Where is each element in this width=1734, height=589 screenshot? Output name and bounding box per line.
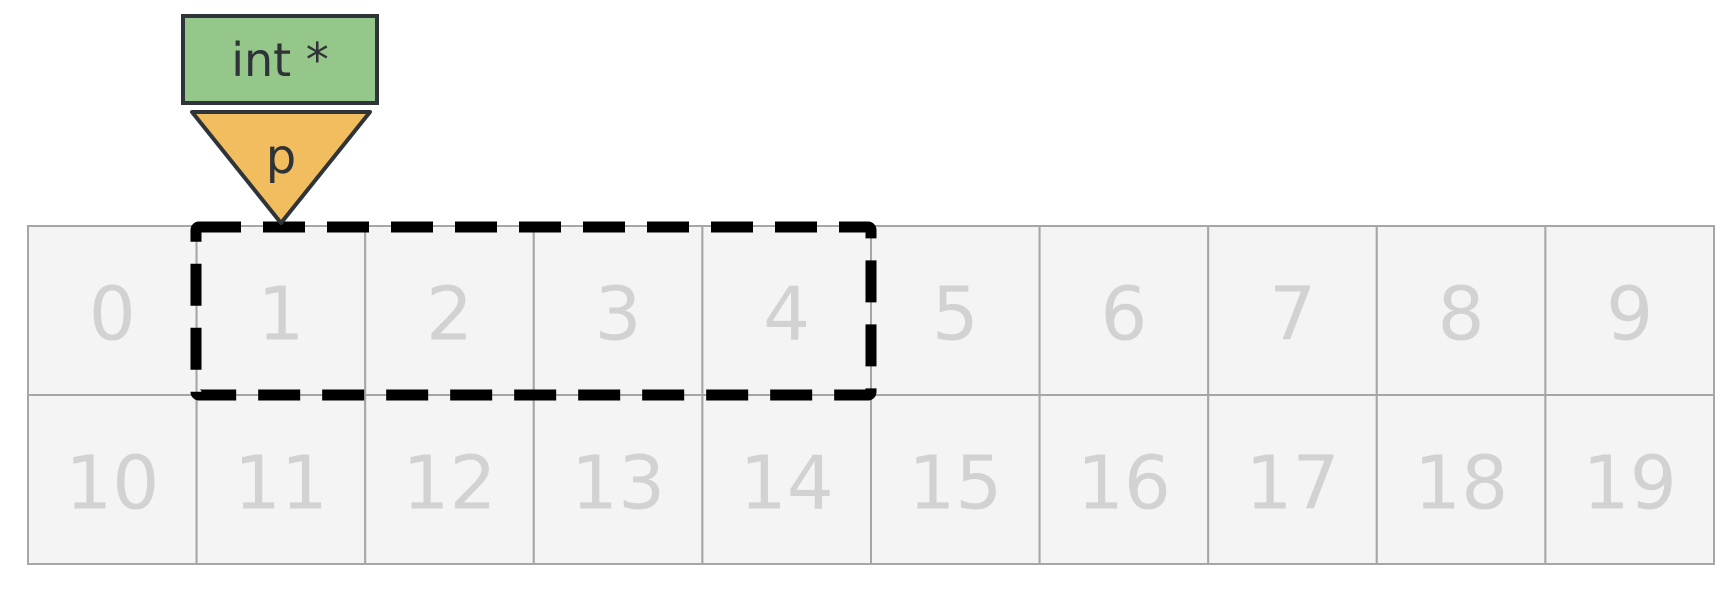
memory-cell-box bbox=[1375, 225, 1547, 396]
memory-cell-index: 8 bbox=[1438, 272, 1485, 358]
memory-cell-index: 18 bbox=[1414, 441, 1508, 527]
memory-cell: 0 bbox=[27, 225, 198, 396]
pointer-marker: p bbox=[190, 110, 372, 225]
memory-cell-box bbox=[1038, 225, 1210, 396]
pointer-triangle bbox=[190, 110, 372, 225]
memory-cell: 12 bbox=[364, 394, 535, 565]
memory-cell-index: 9 bbox=[1606, 272, 1653, 358]
memory-cell-index: 12 bbox=[402, 441, 496, 527]
memory-cell: 14 bbox=[701, 394, 873, 565]
memory-cell-index: 13 bbox=[571, 441, 665, 527]
memory-cell: 19 bbox=[1544, 394, 1716, 565]
memory-cell-index: 11 bbox=[234, 441, 328, 527]
memory-cell-index: 6 bbox=[1100, 272, 1147, 358]
memory-cell-index: 5 bbox=[932, 272, 979, 358]
memory-cell-index: 10 bbox=[65, 441, 159, 527]
memory-cell: 13 bbox=[532, 394, 704, 565]
memory-cell: 10 bbox=[27, 394, 198, 565]
memory-cell: 2 bbox=[364, 225, 535, 396]
memory-cell: 18 bbox=[1375, 394, 1547, 565]
pointer-name: p bbox=[266, 129, 296, 185]
memory-cell-index: 2 bbox=[426, 272, 473, 358]
memory-cell: 8 bbox=[1375, 225, 1547, 396]
memory-cell-box bbox=[27, 225, 198, 396]
memory-cell-box bbox=[195, 394, 367, 565]
memory-cell-box bbox=[364, 394, 535, 565]
memory-cell-index: 7 bbox=[1269, 272, 1316, 358]
memory-cell-box bbox=[870, 394, 1041, 565]
memory-cell-index: 3 bbox=[595, 272, 642, 358]
memory-cell-box bbox=[1207, 394, 1378, 565]
memory-cell: 16 bbox=[1038, 394, 1210, 565]
highlighted-range bbox=[190, 221, 877, 401]
memory-cell-index: 16 bbox=[1077, 441, 1171, 527]
memory-cell-box bbox=[1038, 394, 1210, 565]
type-text: int * bbox=[231, 33, 329, 87]
memory-cell-index: 4 bbox=[763, 272, 810, 358]
memory-cell-box bbox=[1207, 225, 1378, 396]
memory-cell: 4 bbox=[701, 225, 873, 396]
memory-cell-box bbox=[1375, 394, 1547, 565]
memory-cell: 3 bbox=[532, 225, 704, 396]
memory-cell-index: 14 bbox=[740, 441, 834, 527]
memory-cell: 11 bbox=[195, 394, 367, 565]
memory-cell-index: 17 bbox=[1245, 441, 1339, 527]
memory-cell: 17 bbox=[1207, 394, 1378, 565]
memory-cell-index: 19 bbox=[1583, 441, 1677, 527]
pointer-type-label: int * bbox=[181, 14, 379, 105]
memory-cell: 1 bbox=[195, 225, 367, 396]
memory-cell-box bbox=[701, 394, 873, 565]
memory-cell: 15 bbox=[870, 394, 1041, 565]
memory-cell-index: 1 bbox=[257, 272, 304, 358]
memory-cell: 7 bbox=[1207, 225, 1378, 396]
memory-cell-index: 15 bbox=[908, 441, 1002, 527]
memory-cell-index: 0 bbox=[89, 272, 136, 358]
memory-cell: 9 bbox=[1544, 225, 1716, 396]
memory-cell: 5 bbox=[870, 225, 1041, 396]
memory-cell: 6 bbox=[1038, 225, 1210, 396]
memory-cell-box bbox=[1544, 394, 1716, 565]
type-box bbox=[181, 14, 379, 105]
memory-cell-box bbox=[532, 394, 704, 565]
